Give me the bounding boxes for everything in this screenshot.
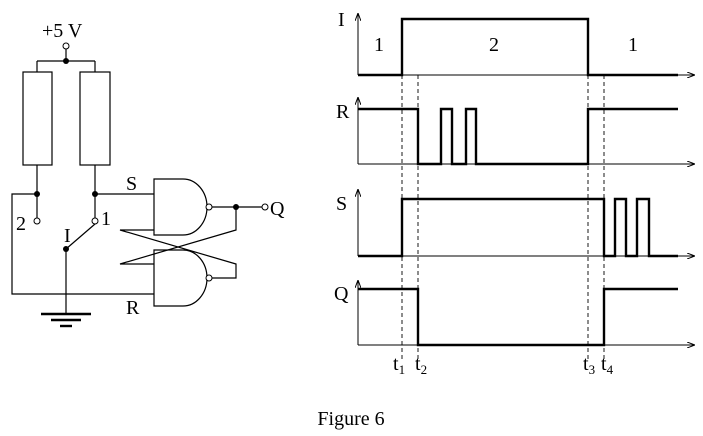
right-resistor — [79, 71, 111, 166]
set-label: S — [126, 173, 137, 195]
signal-q-label: Q — [334, 283, 349, 305]
top-nand-gate — [153, 178, 208, 236]
supply-terminal — [62, 42, 70, 50]
timing-diagram: I 1 2 1 R S Q t1 t2 t3 t4 — [334, 9, 694, 377]
waveform-s — [358, 197, 678, 258]
output-terminal — [261, 203, 269, 211]
time-marker-t1: t1 — [393, 353, 405, 377]
supply-label: +5 V — [42, 20, 83, 42]
waveform-q — [358, 287, 678, 347]
bottom-nand-bubble — [205, 274, 213, 282]
reset-label: R — [126, 297, 140, 319]
phase-label-1a: 1 — [374, 34, 384, 56]
time-marker-t4: t4 — [601, 353, 614, 377]
bottom-nand-gate — [153, 249, 208, 307]
phase-label-1b: 1 — [628, 34, 638, 56]
figure-caption: Figure 6 — [317, 408, 384, 430]
output-label: Q — [270, 198, 285, 220]
supply-junction — [63, 58, 69, 64]
reset-input-wire — [11, 193, 154, 295]
contact-2-terminal — [33, 217, 41, 225]
contact-2-label: 2 — [16, 213, 26, 235]
time-marker-t2: t2 — [415, 353, 427, 377]
signal-s-label: S — [336, 193, 347, 215]
top-nand-bubble — [205, 203, 213, 211]
switch-label: I — [64, 225, 71, 247]
waveform-i — [358, 17, 678, 77]
signal-r-label: R — [336, 101, 350, 123]
feedback-bottom-to-top — [119, 229, 237, 279]
phase-label-2: 2 — [489, 34, 499, 56]
left-resistor — [22, 71, 53, 166]
signal-i-label: I — [338, 9, 345, 31]
switch-blade — [65, 223, 96, 250]
waveform-r — [358, 107, 678, 166]
contact-1-terminal — [91, 217, 99, 225]
flip-flop-circuit: +5 V 2 1 I S R Q — [11, 20, 285, 328]
contact-1-label: 1 — [101, 208, 111, 230]
time-marker-t3: t3 — [583, 353, 595, 377]
